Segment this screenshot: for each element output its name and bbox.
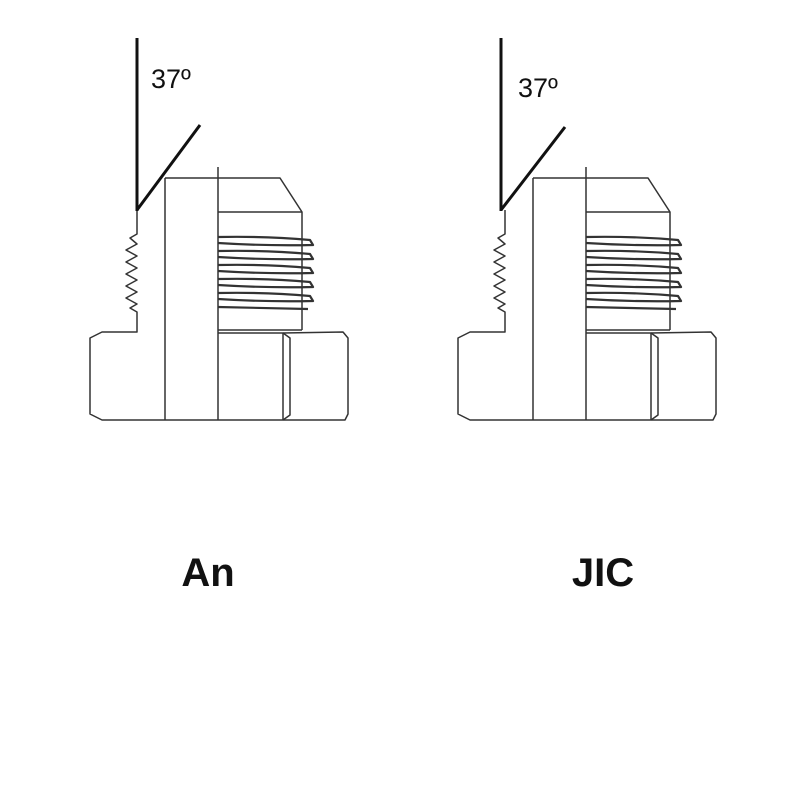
jic-angle-label: 37º bbox=[518, 73, 558, 103]
jic-angle-flare-line bbox=[499, 126, 567, 211]
an-angle-flare-line bbox=[135, 124, 202, 211]
an-fitting-drawing bbox=[88, 38, 350, 422]
an-label: An bbox=[181, 551, 235, 595]
an-angle-label: 37º bbox=[151, 64, 191, 94]
jic-label: JIC bbox=[571, 551, 635, 595]
jic-fitting-drawing bbox=[456, 38, 718, 422]
